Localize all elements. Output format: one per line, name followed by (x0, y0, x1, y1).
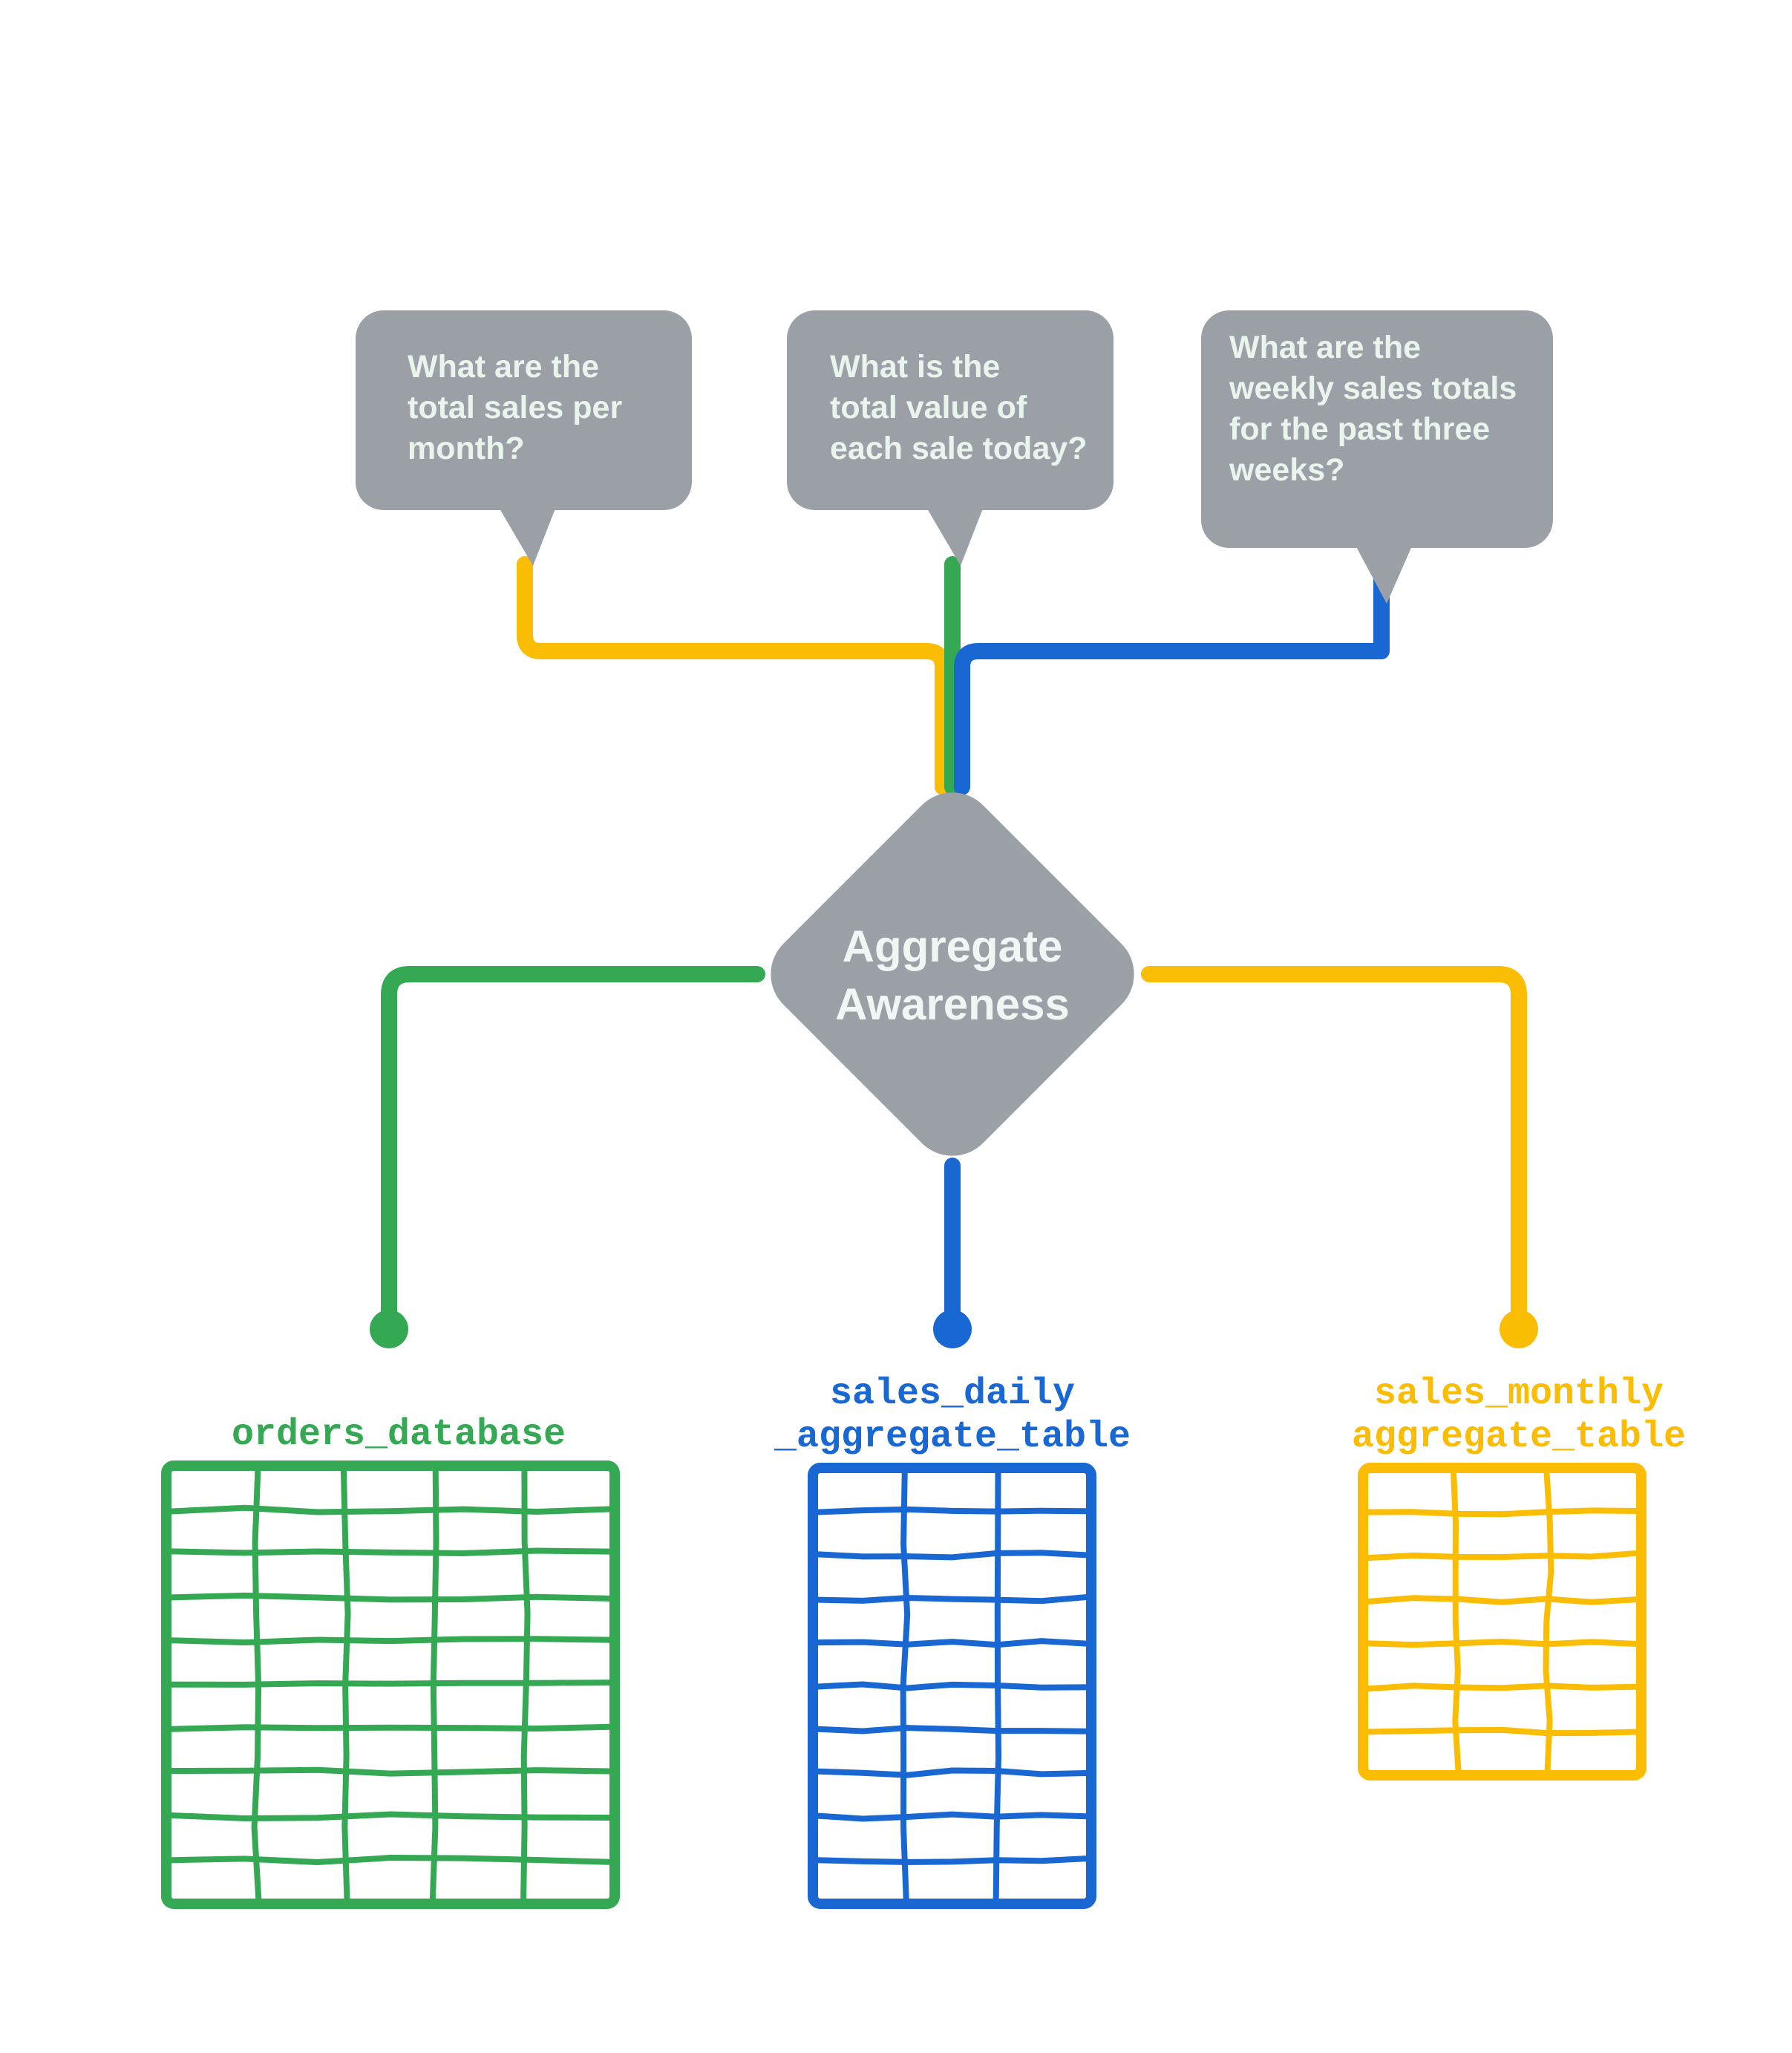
table-row-divider (1365, 1682, 1639, 1692)
question-bubble-daily[interactable]: What is the total value of each sale tod… (787, 310, 1114, 566)
table-label-line: sales_monthly (1374, 1373, 1664, 1415)
diamond-shape (771, 792, 1134, 1156)
table-row-divider (169, 1811, 612, 1822)
question-bubble-weekly[interactable]: What are the weekly sales totals for the… (1201, 310, 1553, 604)
table-row-divider (169, 1855, 612, 1866)
table-row-divider (1365, 1639, 1639, 1648)
table-label-sales-daily: sales_daily _aggregate_table (774, 1373, 1131, 1458)
table-row-divider (169, 1723, 612, 1732)
bubble-line: weekly sales totals (1229, 371, 1517, 406)
question-bubble-monthly[interactable]: What are the total sales per month? (356, 310, 692, 566)
bubble-line: each sale today? (830, 431, 1088, 466)
connector-sales-monthly (1141, 966, 1527, 1330)
bubble-line: What are the (1229, 330, 1421, 365)
table-row-divider (815, 1594, 1089, 1605)
table-row-divider (169, 1504, 612, 1515)
table-label-line: sales_daily (830, 1373, 1075, 1415)
connector-group-bottom (370, 966, 1538, 1348)
endpoint-dot-sales-daily (933, 1310, 972, 1348)
bubble-tail-icon (1354, 543, 1413, 604)
table-row-divider (815, 1767, 1089, 1778)
endpoint-dot-sales-monthly (1500, 1310, 1538, 1348)
table-label-orders-database: orders_database (232, 1414, 566, 1456)
table-row-divider (169, 1636, 612, 1646)
table-label-line: orders_database (232, 1414, 566, 1456)
table-grid-orders-database[interactable] (161, 1460, 620, 1909)
bubble-line: weeks? (1229, 452, 1344, 488)
table-row-divider (815, 1725, 1089, 1734)
connector-orders-database (381, 966, 765, 1330)
center-node-label-line2: Awareness (835, 979, 1070, 1029)
table-row-divider (1365, 1726, 1639, 1737)
bubble-line: total sales per (408, 390, 622, 425)
endpoint-dot-orders-database (370, 1310, 408, 1348)
table-row-divider (1365, 1595, 1639, 1605)
table-row-divider (1365, 1550, 1639, 1561)
center-node-label-line1: Aggregate (843, 921, 1063, 971)
connector-question-weekly (954, 552, 1390, 795)
table-row-divider (815, 1506, 1089, 1515)
bubble-line: total value of (830, 390, 1027, 425)
table-row-divider (169, 1592, 612, 1603)
bubble-line: What is the (830, 349, 1000, 385)
table-outer-frame (161, 1460, 620, 1909)
bubble-line: month? (408, 431, 525, 466)
table-column-divider (1451, 1470, 1462, 1773)
table-row-divider (815, 1550, 1089, 1561)
table-outer-frame (1358, 1463, 1647, 1781)
bubble-tail-icon (497, 505, 557, 566)
bubble-body (787, 310, 1114, 510)
table-grid-sales-monthly[interactable] (1358, 1463, 1647, 1781)
table-row-divider (815, 1811, 1089, 1822)
connector-question-monthly (517, 556, 951, 795)
center-node-aggregate-awareness[interactable]: Aggregate Awareness (753, 774, 1151, 1173)
table-row-divider (815, 1638, 1089, 1648)
table-label-line: aggregate_table (1352, 1416, 1686, 1458)
bubble-body (1201, 310, 1553, 548)
connector-group-top (517, 552, 1390, 795)
table-row-divider (169, 1766, 612, 1777)
bubble-tail-icon (925, 505, 984, 566)
bubble-body (356, 310, 692, 510)
table-row-divider (169, 1680, 612, 1688)
table-row-divider (169, 1547, 612, 1556)
bubble-line: for the past three (1229, 411, 1490, 447)
bubble-line: What are the (408, 349, 599, 385)
table-column-divider (1543, 1470, 1554, 1773)
table-label-line: _aggregate_table (774, 1416, 1131, 1458)
table-row-divider (1365, 1507, 1639, 1518)
table-label-sales-monthly: sales_monthly aggregate_table (1352, 1373, 1686, 1458)
table-grid-sales-daily[interactable] (808, 1463, 1096, 1909)
table-row-divider (815, 1681, 1089, 1691)
table-row-divider (815, 1855, 1089, 1865)
table-outer-frame (808, 1463, 1096, 1909)
